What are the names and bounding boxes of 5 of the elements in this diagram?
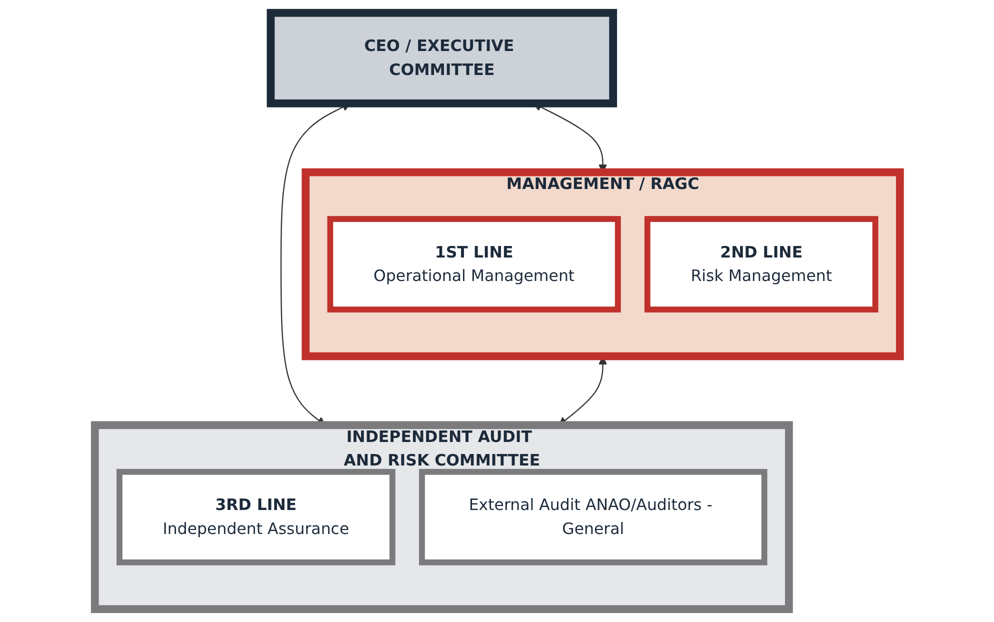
node-box: 3RD LINE Independent Assurance: [116, 468, 395, 566]
node-box: 2ND LINE Risk Management: [644, 216, 878, 312]
node-box: External Audit ANAO/Auditors - General: [418, 468, 767, 566]
node-box: 1ST LINE Operational Management: [326, 216, 620, 312]
node-box: CEO / EXECUTIVE COMMITTEE: [266, 8, 617, 108]
